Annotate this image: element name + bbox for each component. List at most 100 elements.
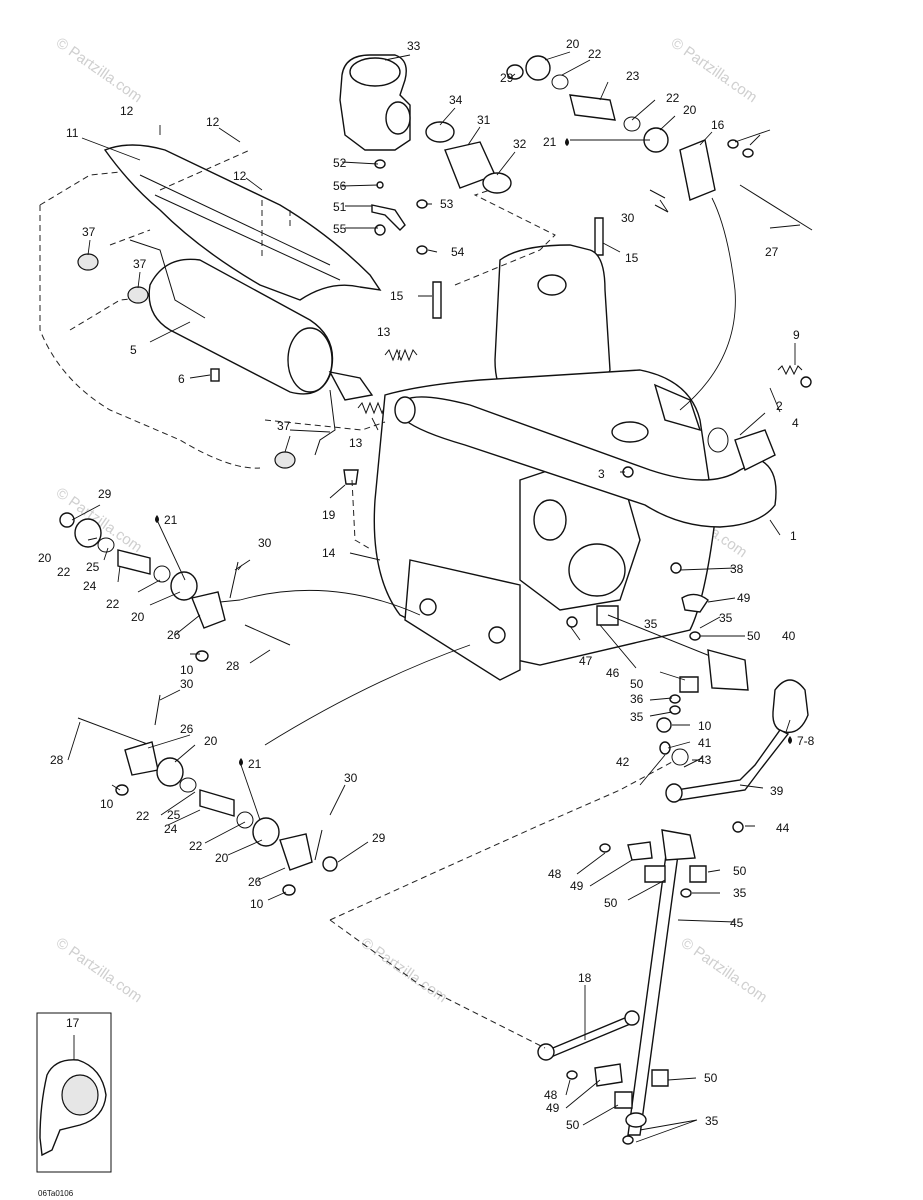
damper-shaft bbox=[199, 789, 235, 817]
bolt bbox=[229, 561, 239, 599]
damper-cushion bbox=[170, 571, 198, 601]
o-ring bbox=[179, 777, 197, 793]
callout-17: 17 bbox=[66, 1016, 80, 1030]
rod-end bbox=[624, 1010, 640, 1026]
clip bbox=[681, 593, 709, 613]
callout-15: 15 bbox=[625, 251, 639, 265]
rod-end bbox=[537, 1043, 555, 1061]
callout-10: 10 bbox=[100, 797, 114, 811]
callout-22: 22 bbox=[136, 809, 150, 823]
watermark-text: © Partzilla.com bbox=[53, 934, 146, 1006]
callout-13: 13 bbox=[349, 436, 363, 450]
long-bolt bbox=[244, 624, 291, 646]
nut bbox=[669, 705, 681, 715]
callout-48: 48 bbox=[548, 867, 562, 881]
callout-26: 26 bbox=[248, 875, 262, 889]
callout-37: 37 bbox=[277, 419, 291, 433]
callout-41: 41 bbox=[698, 736, 712, 750]
carburetor-outlet bbox=[385, 101, 411, 135]
muffler-end-cap bbox=[287, 327, 333, 393]
spring bbox=[384, 348, 418, 362]
bolt bbox=[154, 694, 161, 726]
callout-5: 5 bbox=[130, 343, 137, 357]
bracket bbox=[371, 204, 406, 231]
callout-28: 28 bbox=[50, 753, 64, 767]
callout-20: 20 bbox=[38, 551, 52, 565]
reference-line bbox=[454, 189, 556, 286]
callout-49: 49 bbox=[737, 591, 751, 605]
callout-52: 52 bbox=[333, 156, 347, 170]
callout-50: 50 bbox=[630, 677, 644, 691]
callout-20: 20 bbox=[215, 851, 229, 865]
callout-30: 30 bbox=[258, 536, 272, 550]
callout-22: 22 bbox=[588, 47, 602, 61]
carburetor-top bbox=[349, 57, 401, 87]
pipe-bracket bbox=[653, 383, 702, 432]
callout-1: 1 bbox=[790, 529, 797, 543]
watermark-text: © Partzilla.com bbox=[358, 934, 451, 1006]
callout-25: 25 bbox=[86, 560, 100, 574]
pin bbox=[210, 368, 220, 382]
callout-50: 50 bbox=[733, 864, 747, 878]
heat-shield-ribs bbox=[139, 174, 341, 281]
bolt bbox=[314, 829, 323, 861]
callout-35: 35 bbox=[705, 1114, 719, 1128]
muffler-outlet bbox=[328, 371, 374, 401]
o-ring bbox=[623, 116, 641, 132]
shift-bracket bbox=[707, 649, 749, 691]
callout-56: 56 bbox=[333, 179, 347, 193]
nut bbox=[322, 856, 338, 872]
frame-outline bbox=[39, 169, 321, 469]
callout-11: 11 bbox=[66, 126, 79, 140]
o-ring bbox=[97, 537, 115, 553]
long-bolt bbox=[739, 184, 813, 231]
bolt-head bbox=[599, 843, 611, 853]
callout-23: 23 bbox=[626, 69, 640, 83]
nut bbox=[800, 376, 812, 388]
callout-10: 10 bbox=[698, 719, 712, 733]
shift-shaft-end bbox=[625, 1112, 647, 1128]
exhaust-flange bbox=[734, 429, 776, 471]
bolt bbox=[649, 189, 669, 213]
callout-26: 26 bbox=[167, 628, 181, 642]
exhaust-gasket bbox=[707, 427, 729, 453]
callout-50: 50 bbox=[704, 1071, 718, 1085]
lubricant-drop-icon bbox=[155, 515, 159, 523]
callout-15: 15 bbox=[390, 289, 404, 303]
callout-22: 22 bbox=[106, 597, 120, 611]
damper-bracket bbox=[191, 591, 226, 629]
o-ring bbox=[153, 565, 171, 583]
damper-cushion bbox=[252, 817, 280, 847]
nut bbox=[689, 631, 701, 641]
callout-29: 29 bbox=[500, 71, 514, 85]
reference-line bbox=[351, 479, 373, 551]
callout-40: 40 bbox=[782, 629, 796, 643]
callout-36: 36 bbox=[630, 692, 644, 706]
callout-49: 49 bbox=[570, 879, 584, 893]
engine bbox=[373, 244, 716, 681]
bushing bbox=[651, 1069, 669, 1087]
callout-47: 47 bbox=[579, 654, 593, 668]
shift-boot-opening bbox=[61, 1074, 99, 1116]
shift-rod bbox=[607, 614, 721, 661]
callout-38: 38 bbox=[730, 562, 744, 576]
bolt-head bbox=[670, 562, 682, 574]
nut bbox=[506, 64, 524, 80]
callout-22: 22 bbox=[57, 565, 71, 579]
callout-29: 29 bbox=[372, 831, 386, 845]
callout-50: 50 bbox=[604, 896, 618, 910]
watermark-text: © Partzilla.com bbox=[668, 34, 761, 106]
spark-plug bbox=[432, 281, 442, 319]
callout-31: 31 bbox=[477, 113, 491, 127]
clamp bbox=[425, 121, 455, 143]
muffler-pipe bbox=[129, 239, 336, 456]
exhaust-pipe-end bbox=[394, 396, 416, 424]
shift-knob bbox=[772, 679, 809, 734]
callout-22: 22 bbox=[189, 839, 203, 853]
watermark-text: © Partzilla.com bbox=[53, 34, 146, 106]
callout-25: 25 bbox=[167, 808, 181, 822]
nut bbox=[374, 224, 386, 236]
callout-16: 16 bbox=[711, 118, 725, 132]
reference-line bbox=[159, 149, 251, 191]
o-ring bbox=[551, 74, 569, 90]
